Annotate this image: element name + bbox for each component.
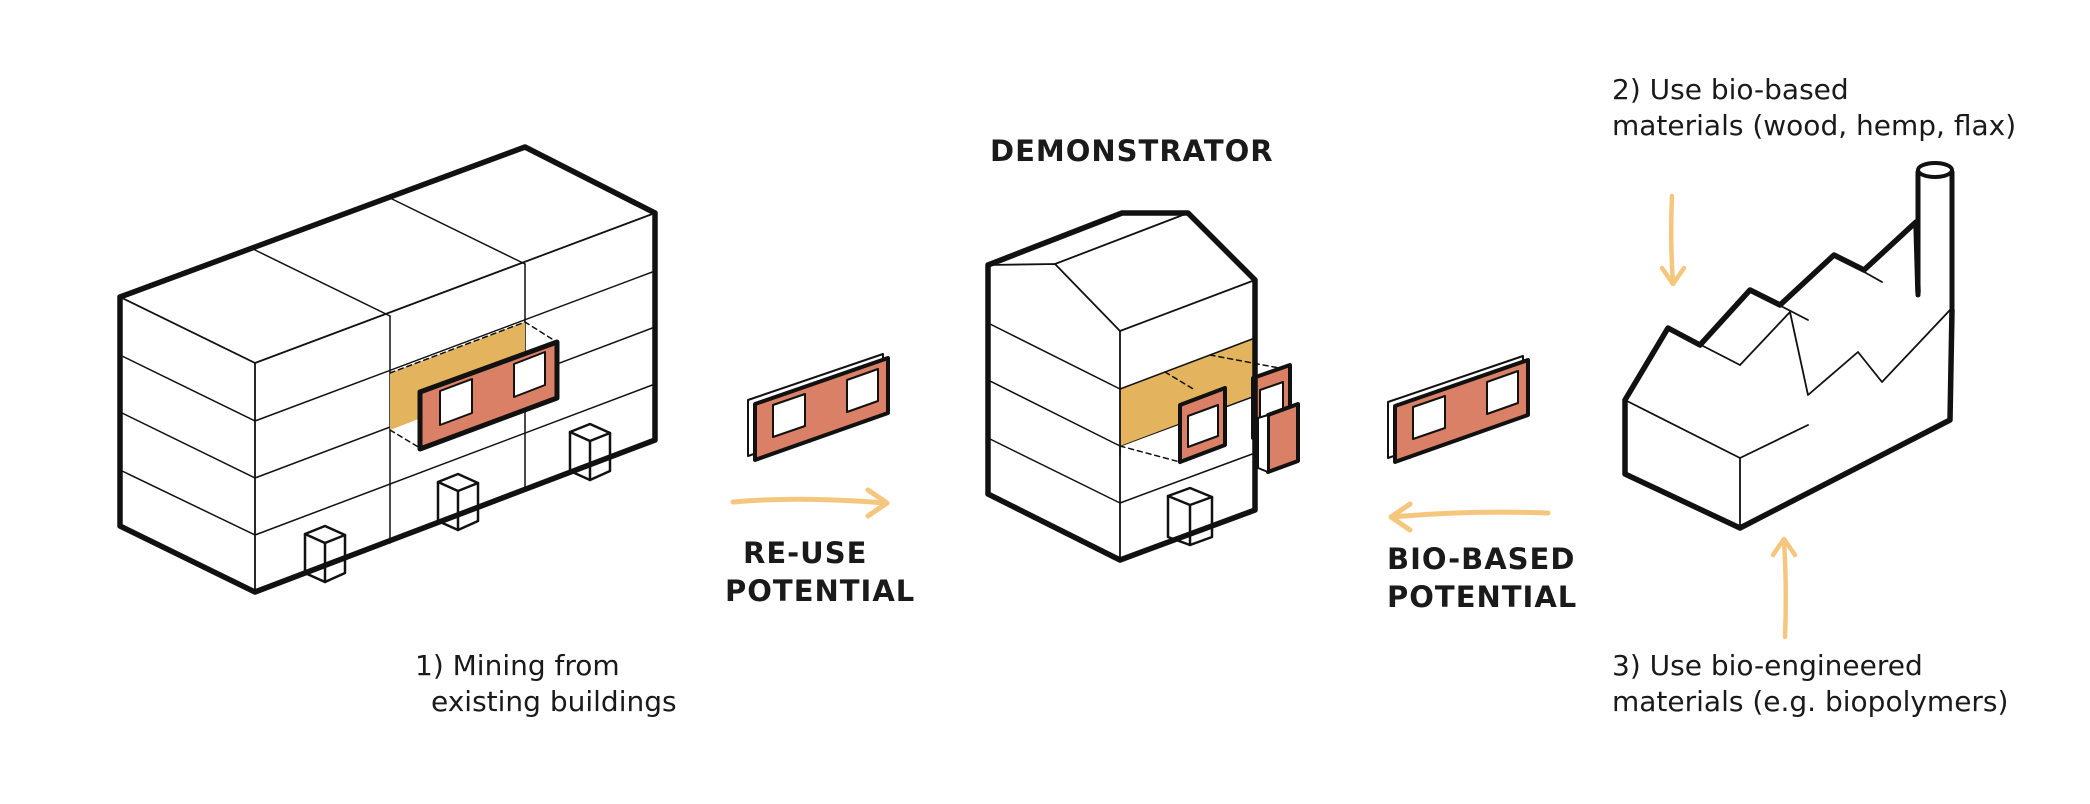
mining-note-line2: existing buildings [431,685,677,718]
biobased-note: 2) Use bio-based materials (wood, hemp, … [1612,72,2016,144]
arrow-left-icon [1388,501,1551,533]
bioengineered-note-line1: 3) Use bio-engineered [1612,649,1923,682]
factory-illustration [1622,161,1955,531]
demonstrator-title: DEMONSTRATOR [990,134,1274,168]
wall-panel-icon [1387,355,1530,464]
reuse-potential-line1: RE-USE [743,536,868,570]
existing-building-illustration [117,144,658,595]
bioengineered-note: 3) Use bio-engineered materials (e.g. bi… [1612,648,2008,720]
biobased-note-line2: materials (wood, hemp, flax) [1612,109,2017,142]
demonstrator-house-illustration [985,210,1300,563]
biobased-potential-line1: BIO-BASED [1387,542,1576,576]
biobased-note-line1: 2) Use bio-based [1612,73,1849,106]
wall-panel-icon [747,353,890,462]
biobased-potential-label: BIO-BASED POTENTIAL [1387,540,1577,616]
arrow-down-icon [1659,193,1687,287]
mining-note: 1) Mining from existing buildings [415,648,677,720]
biobased-potential-line2: POTENTIAL [1387,580,1578,614]
reuse-potential-label: RE-USE POTENTIAL [725,534,915,610]
arrow-right-icon [730,487,890,519]
arrow-up-icon [1770,536,1798,640]
bioengineered-note-line2: materials (e.g. biopolymers) [1612,685,2009,718]
reuse-potential-line2: POTENTIAL [725,574,916,608]
mining-note-line1: 1) Mining from [415,649,620,682]
